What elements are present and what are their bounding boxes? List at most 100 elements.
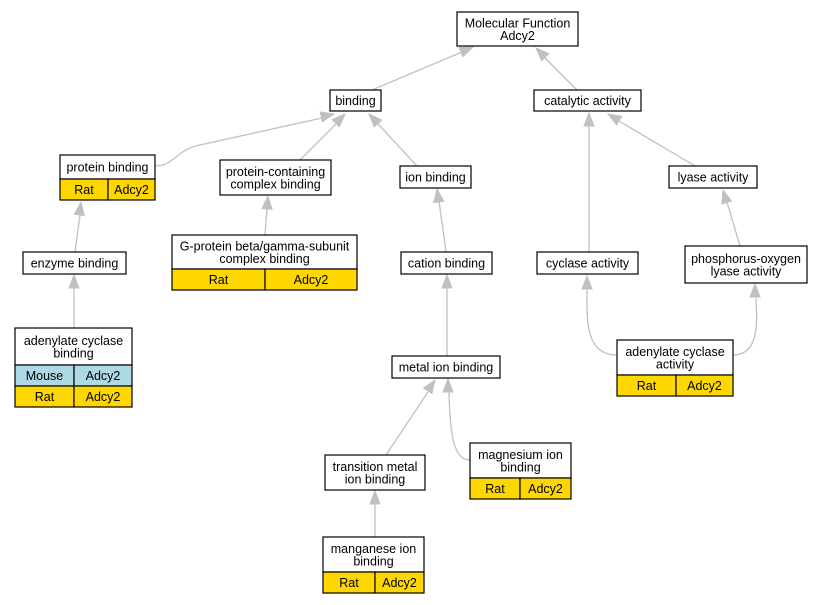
gene-label: Adcy2 (687, 379, 722, 393)
term-label: cyclase activity (546, 257, 630, 271)
term-label: metal ion binding (399, 361, 494, 375)
arrowhead-icon (606, 113, 623, 126)
arrowhead-icon (581, 274, 593, 290)
term-node-cation[interactable]: cation binding (400, 251, 493, 275)
edge-line (299, 123, 337, 161)
edge-line (618, 120, 696, 167)
arrowhead-icon (433, 187, 445, 204)
arrowhead-icon (319, 111, 336, 123)
gene-cell (73, 385, 133, 408)
arrowhead-icon (535, 47, 550, 62)
term-label: G-protein beta/gamma-subunit (180, 239, 350, 253)
term-label: ion binding (345, 472, 406, 486)
term-box (322, 536, 425, 573)
term-label: Adcy2 (500, 29, 535, 43)
term-label: activity (656, 357, 695, 371)
edge-acactivity-to-phospho (732, 282, 761, 356)
edge-magnesium-to-metal (442, 377, 471, 461)
term-label: magnesium ion (478, 448, 563, 462)
term-label: adenylate cyclase (625, 345, 724, 359)
term-label: binding (353, 554, 393, 568)
gene-label: Adcy2 (294, 273, 329, 287)
term-node-metal[interactable]: metal ion binding (391, 355, 501, 379)
species-label: Rat (35, 390, 55, 404)
edge-line (74, 214, 81, 253)
term-node-ion[interactable]: ion binding (399, 165, 472, 189)
term-label: lyase activity (711, 264, 783, 278)
term-node-lyase[interactable]: lyase activity (668, 165, 758, 189)
term-label: enzyme binding (31, 257, 119, 271)
term-box (171, 234, 358, 270)
gene-label: Adcy2 (114, 183, 149, 197)
term-label: transition metal (333, 460, 418, 474)
gene-label: Adcy2 (382, 576, 417, 590)
edge-protein-to-binding (154, 111, 336, 167)
term-box (456, 11, 579, 47)
edge-line (371, 51, 463, 91)
term-node-binding[interactable]: binding (329, 89, 382, 112)
term-label: protein binding (66, 161, 148, 175)
gene-label: Adcy2 (86, 390, 121, 404)
arrowhead-icon (73, 200, 85, 217)
species-label: Mouse (26, 369, 64, 383)
term-label: binding (500, 460, 540, 474)
gene-cell (264, 268, 358, 291)
arrowhead-icon (749, 282, 761, 298)
annotation-row-rat: Rat Adcy2 (616, 374, 734, 397)
edge-line (448, 391, 471, 461)
term-label: complex binding (219, 252, 309, 266)
gene-cell (519, 477, 572, 500)
gene-cell (374, 571, 425, 594)
arrowhead-icon (583, 111, 595, 127)
arrowhead-icon (442, 377, 454, 393)
term-node-enzyme[interactable]: enzyme binding (22, 251, 127, 275)
term-box (391, 355, 501, 379)
edge-line (726, 201, 741, 247)
edge-catalytic-to-mf (535, 47, 578, 91)
annotation-row-rat: Rat Adcy2 (14, 385, 133, 408)
edge-phospho-to-lyase (721, 188, 741, 247)
species-label: Rat (637, 379, 657, 393)
term-node-catalytic[interactable]: catalytic activity (533, 89, 642, 112)
term-box (616, 339, 734, 376)
term-box (324, 454, 426, 491)
arrowhead-icon (422, 378, 436, 395)
term-label: ion binding (405, 171, 466, 185)
species-label: Rat (209, 273, 229, 287)
term-box (14, 327, 133, 366)
species-label: Rat (485, 482, 505, 496)
term-box (59, 154, 156, 180)
term-box (469, 442, 572, 479)
term-box (533, 89, 642, 112)
edge-lyase-to-catalytic (606, 113, 696, 167)
term-label: lyase activity (678, 171, 750, 185)
term-label: Molecular Function (465, 16, 571, 30)
arrowhead-icon (68, 273, 80, 289)
term-label: complex binding (230, 177, 320, 191)
arrowhead-icon (441, 273, 453, 289)
edge-transition-to-metal (385, 378, 436, 456)
term-node-cyclase[interactable]: cyclase activity (536, 251, 639, 275)
term-label: protein-containing (226, 165, 325, 179)
term-box (22, 251, 127, 275)
arrowhead-icon (261, 194, 273, 210)
arrowhead-icon (721, 188, 733, 205)
term-box (329, 89, 382, 112)
edge-acactivity-to-cyclase (581, 274, 618, 356)
term-box (684, 245, 808, 284)
arrowhead-icon (458, 46, 475, 58)
graph-edges (68, 46, 761, 537)
edge-line (732, 297, 758, 356)
